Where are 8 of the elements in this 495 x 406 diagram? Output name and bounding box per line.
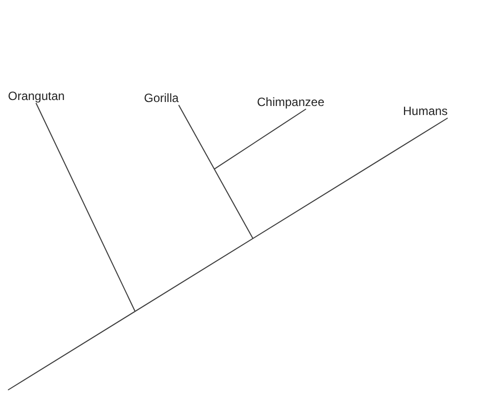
branch-line	[8, 118, 448, 390]
species-label: Humans	[403, 104, 448, 118]
species-label: Chimpanzee	[257, 95, 324, 109]
species-label: Gorilla	[144, 91, 179, 105]
branch-line	[36, 102, 136, 312]
species-label: Orangutan	[8, 89, 65, 103]
branch-line	[178, 104, 254, 239]
branch-line	[214, 108, 306, 170]
